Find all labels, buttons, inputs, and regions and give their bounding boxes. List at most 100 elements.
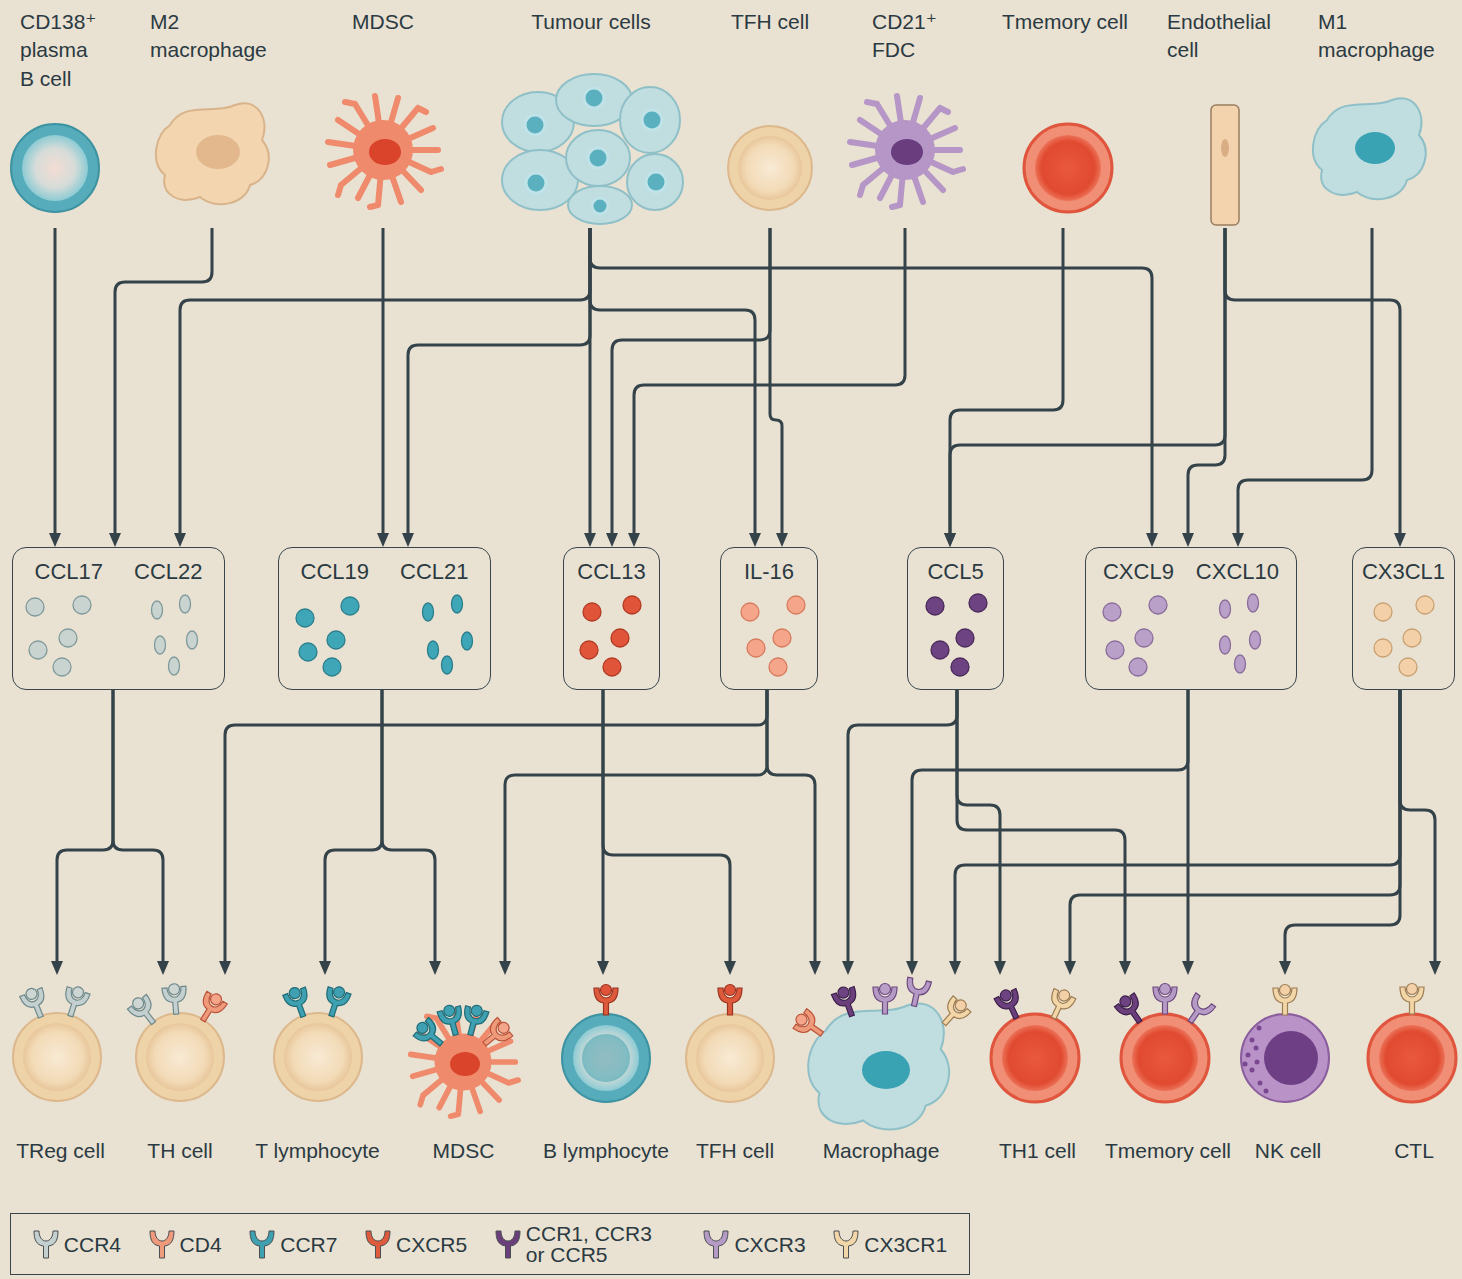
cell-label: TFH cell: [696, 1139, 774, 1164]
connector-arrow: [634, 228, 905, 539]
source-cell: MDSC: [318, 6, 448, 228]
source-cell: Tumour cells: [498, 6, 684, 228]
legend-item: CD4: [149, 1229, 222, 1259]
nk-cell: [1241, 985, 1329, 1103]
connector-arrow: [912, 690, 1188, 967]
cell-label: MDSC: [433, 1139, 495, 1164]
fdc-cell: [850, 96, 963, 207]
connector-arrow: [382, 228, 385, 539]
ctl-cell: [1368, 984, 1456, 1103]
cell-label: MDSC: [318, 8, 448, 36]
connector-arrow: [1400, 690, 1435, 967]
cell-label: Tumour cells: [498, 8, 684, 36]
chemokine-dots: [26, 594, 1434, 676]
cell-label: TH cell: [147, 1139, 212, 1164]
cell-label: TH1 cell: [999, 1139, 1076, 1164]
target-cell: Macrophage: [795, 975, 967, 1170]
target-cell: B lymphocyte: [530, 975, 682, 1170]
connector-arrow: [180, 228, 590, 539]
cell-label: Tmemory cell: [990, 8, 1140, 36]
connector-arrow: [848, 690, 957, 967]
target-cell: TH1 cell: [985, 975, 1090, 1170]
connector-arrow: [505, 690, 767, 967]
target-cell: NK cell: [1240, 975, 1336, 1170]
b-lymphocyte: [562, 985, 650, 1103]
memory-t-cell: [1024, 124, 1112, 212]
chemokine-box: CCL5: [907, 547, 1004, 690]
connector-arrow: [590, 228, 1152, 539]
cell-label: Macrophage: [823, 1139, 940, 1164]
chemokine-label: IL-16: [744, 559, 794, 585]
connector-arrow: [957, 690, 1125, 967]
cell-label: CD138⁺ plasma B cell: [20, 8, 104, 93]
receptor-swatch: [495, 1229, 521, 1259]
receptor-swatch: [365, 1229, 391, 1259]
cell-label: CTL: [1394, 1139, 1434, 1164]
th-cell: [125, 983, 229, 1101]
memory-t-cell: [1112, 984, 1215, 1103]
cell-label: NK cell: [1255, 1139, 1322, 1164]
chemokine-box: CXCL9 CXCL10: [1085, 547, 1297, 690]
legend-item: CCR4: [33, 1229, 121, 1259]
connector-arrow: [950, 228, 1063, 539]
chemokine-label: CCL13: [577, 559, 645, 585]
cell-label: B lymphocyte: [543, 1139, 669, 1164]
treg-cell: [13, 983, 101, 1101]
source-cell: M1 macrophage: [1310, 6, 1458, 228]
target-cell: TH cell: [128, 975, 232, 1170]
legend-item: CCR7: [249, 1229, 337, 1259]
connector-arrow: [54, 228, 57, 539]
receptor-swatch: [249, 1229, 275, 1259]
cell-label: M2 macrophage: [150, 8, 285, 65]
receptor-swatch: [33, 1229, 59, 1259]
cell-label: Tmemory cell: [1105, 1139, 1231, 1164]
tumour-cluster: [502, 74, 683, 224]
cell-label: Endothelial cell: [1167, 8, 1297, 65]
cell-label: T lymphocyte: [255, 1139, 380, 1164]
receptor-swatch: [833, 1229, 859, 1259]
connector-arrow: [382, 690, 435, 967]
m2-macrophage: [156, 103, 269, 204]
connector-arrow: [325, 690, 382, 967]
chemokine-label: CCL19: [301, 559, 369, 585]
legend-label: CD4: [180, 1234, 222, 1255]
source-cell: CD21⁺ FDC: [840, 6, 970, 228]
receptor-swatch: [703, 1229, 729, 1259]
connector-arrow: [1238, 228, 1372, 539]
connector-arrow: [1285, 690, 1400, 967]
cell-label: TFH cell: [715, 8, 825, 36]
m1-macrophage: [1313, 98, 1426, 199]
connector-arrow: [1188, 228, 1225, 539]
chemokine-label: CCL22: [134, 559, 202, 585]
chemokine-box: CCL19 CCL21: [278, 547, 491, 690]
connector-arrow: [1187, 690, 1190, 967]
legend-label: CXCR3: [734, 1234, 805, 1255]
target-cell: CTL: [1370, 975, 1458, 1170]
connector-arrow: [603, 690, 730, 967]
tfh-cell: [728, 126, 812, 210]
legend-item: CX3CR1: [833, 1229, 947, 1259]
source-cell: Endothelial cell: [1160, 6, 1300, 228]
mdsc-cell: [328, 96, 441, 207]
legend-label: CXCR5: [396, 1234, 467, 1255]
connector-arrow: [767, 690, 815, 967]
legend-item: CCR1, CCR3 or CCR5: [495, 1223, 676, 1265]
cell-label: M1 macrophage: [1318, 8, 1453, 65]
chemokine-label: CXCL9: [1103, 559, 1174, 585]
connector-arrow: [950, 228, 1225, 539]
source-cell: CD138⁺ plasma B cell: [8, 6, 120, 228]
tfh-cell: [686, 985, 774, 1103]
chemokine-label: CCL21: [400, 559, 468, 585]
chemokine-label: CXCL10: [1196, 559, 1279, 585]
receptor-swatch: [149, 1229, 175, 1259]
target-cell: T lymphocyte: [240, 975, 395, 1170]
legend-label: CX3CR1: [864, 1234, 947, 1255]
connector-arrow: [113, 690, 163, 967]
legend-item: CXCR5: [365, 1229, 467, 1259]
connector-arrow: [955, 690, 1400, 967]
source-cell: M2 macrophage: [145, 6, 295, 228]
legend-label: CCR7: [280, 1234, 337, 1255]
target-cell: TFH cell: [685, 975, 785, 1170]
